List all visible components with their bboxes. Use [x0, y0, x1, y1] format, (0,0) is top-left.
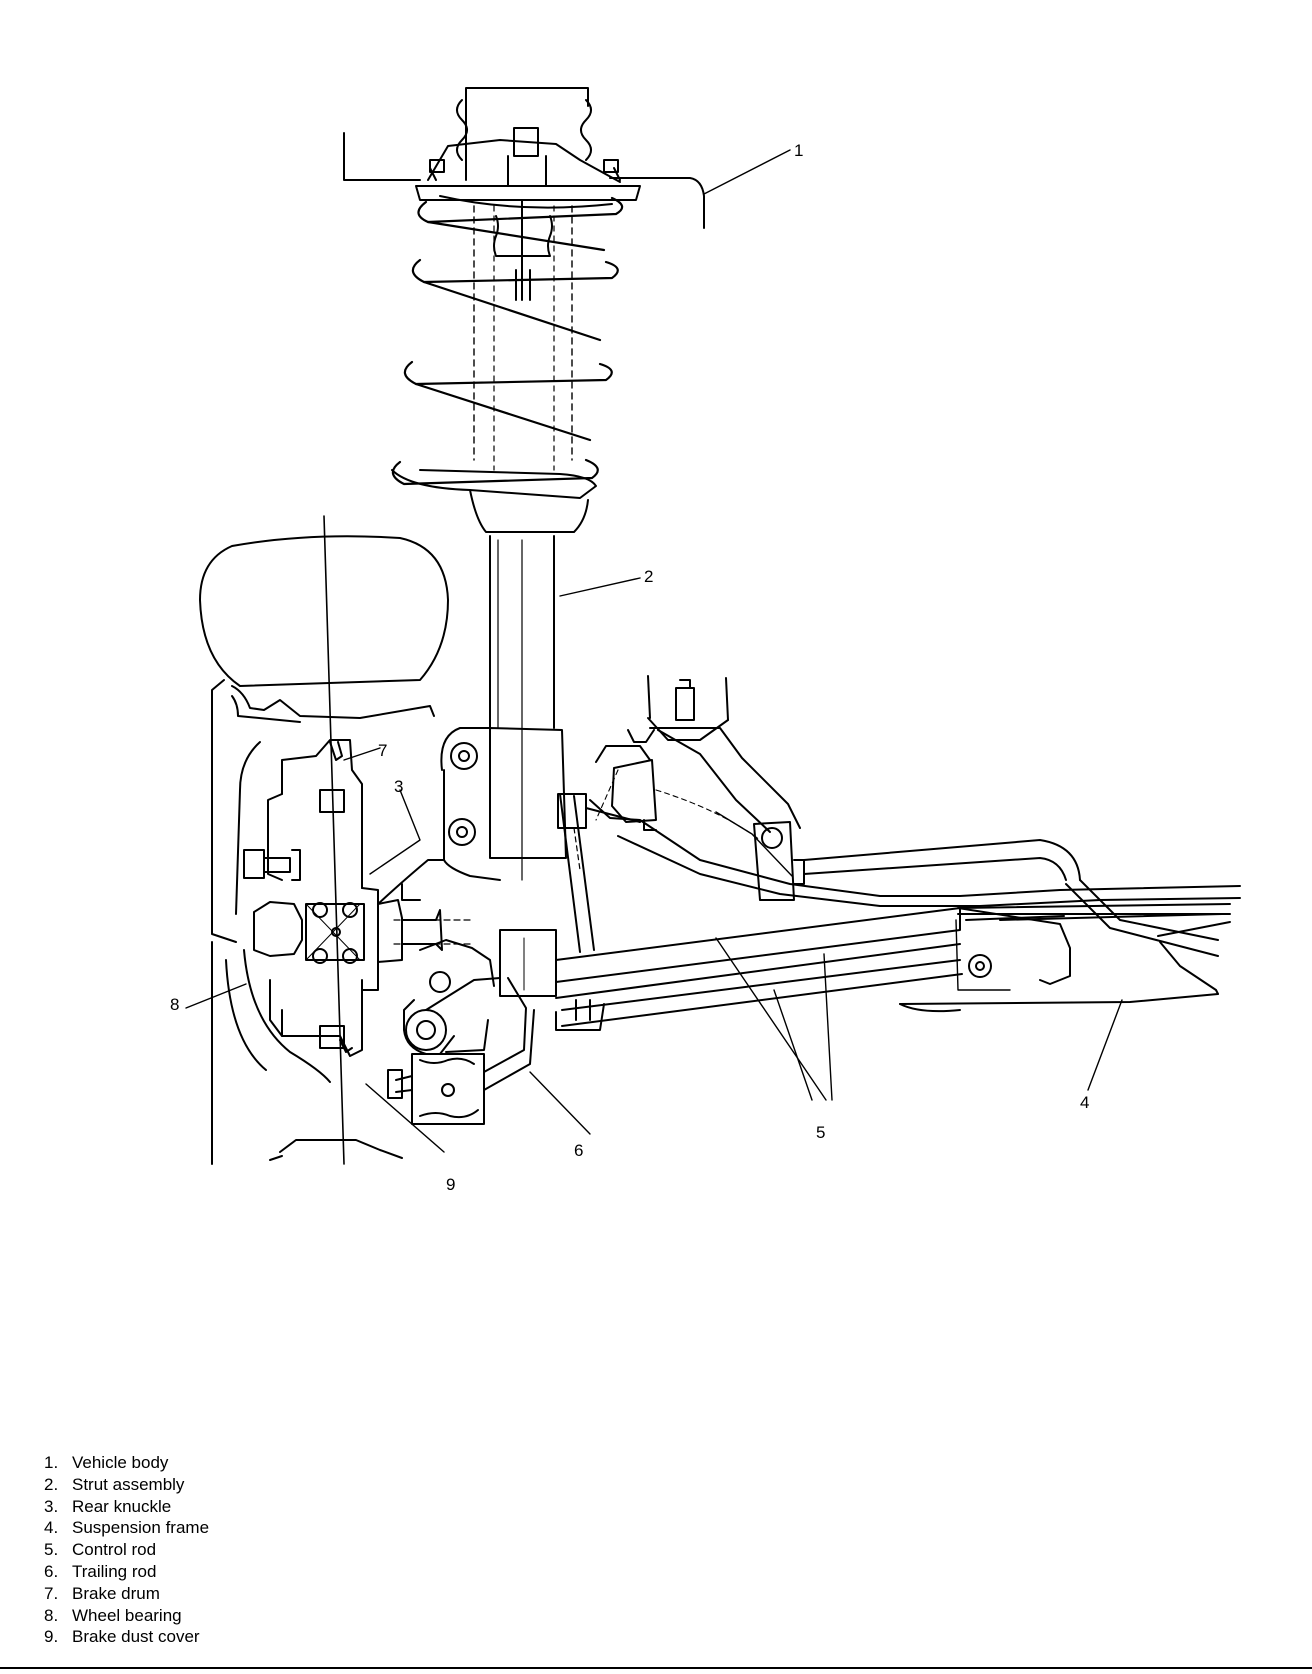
vehicle-body [343, 132, 705, 229]
strut-rod [493, 199, 553, 301]
trailing-rod [387, 977, 535, 1125]
suspension-frame [585, 675, 1241, 1013]
brake-drum [267, 739, 363, 1057]
leader-lines [185, 149, 1123, 1153]
callout-2: 2 [644, 567, 653, 586]
legend-item: 4.Suspension frame [44, 1518, 210, 1538]
tire-wheel [199, 535, 449, 1165]
callout-8: 8 [170, 995, 179, 1014]
wheel-center-line [323, 515, 345, 1165]
control-rod [499, 793, 963, 1031]
legend-item: 5.Control rod [44, 1540, 157, 1560]
legend-item: 1.Vehicle body [44, 1453, 169, 1472]
callout-5: 5 [816, 1123, 825, 1142]
legend-label: Brake dust cover [72, 1627, 200, 1647]
callout-numbers: 1 2 3 4 5 6 7 8 9 [170, 141, 1089, 1194]
rear-knuckle [377, 859, 501, 1055]
callout-6: 6 [574, 1141, 583, 1160]
legend-item: 7.Brake drum [44, 1583, 160, 1603]
coil-spring [391, 196, 624, 486]
legend-label: Rear knuckle [72, 1496, 172, 1516]
page-bottom-rule [0, 1667, 1312, 1669]
legend-label: Control rod [72, 1540, 157, 1560]
strut-assembly [391, 469, 597, 881]
legend-item: 6.Trailing rod [44, 1561, 157, 1581]
legend-label: Trailing rod [72, 1561, 157, 1581]
legend-item: 8.Wheel bearing [44, 1605, 182, 1625]
legend-label: Strut assembly [72, 1474, 185, 1494]
legend-label: Suspension frame [72, 1518, 210, 1538]
callout-3: 3 [394, 777, 403, 796]
legend-label: Wheel bearing [72, 1605, 182, 1625]
callout-9: 9 [446, 1175, 455, 1194]
parts-legend: 1.Vehicle body 2.Strut assembly 3.Rear k… [44, 1452, 209, 1648]
callout-4: 4 [1080, 1093, 1089, 1112]
legend-item: 2.Strut assembly [44, 1474, 185, 1494]
legend-label: Brake drum [72, 1583, 160, 1603]
legend-label: Vehicle body [72, 1453, 169, 1472]
legend-item: 3.Rear knuckle [44, 1496, 172, 1516]
wheel-bearing [243, 849, 471, 991]
callout-1: 1 [794, 141, 803, 160]
legend-item: 9.Brake dust cover [44, 1627, 200, 1647]
callout-7: 7 [378, 741, 387, 760]
strut-upper-mount [415, 87, 641, 209]
